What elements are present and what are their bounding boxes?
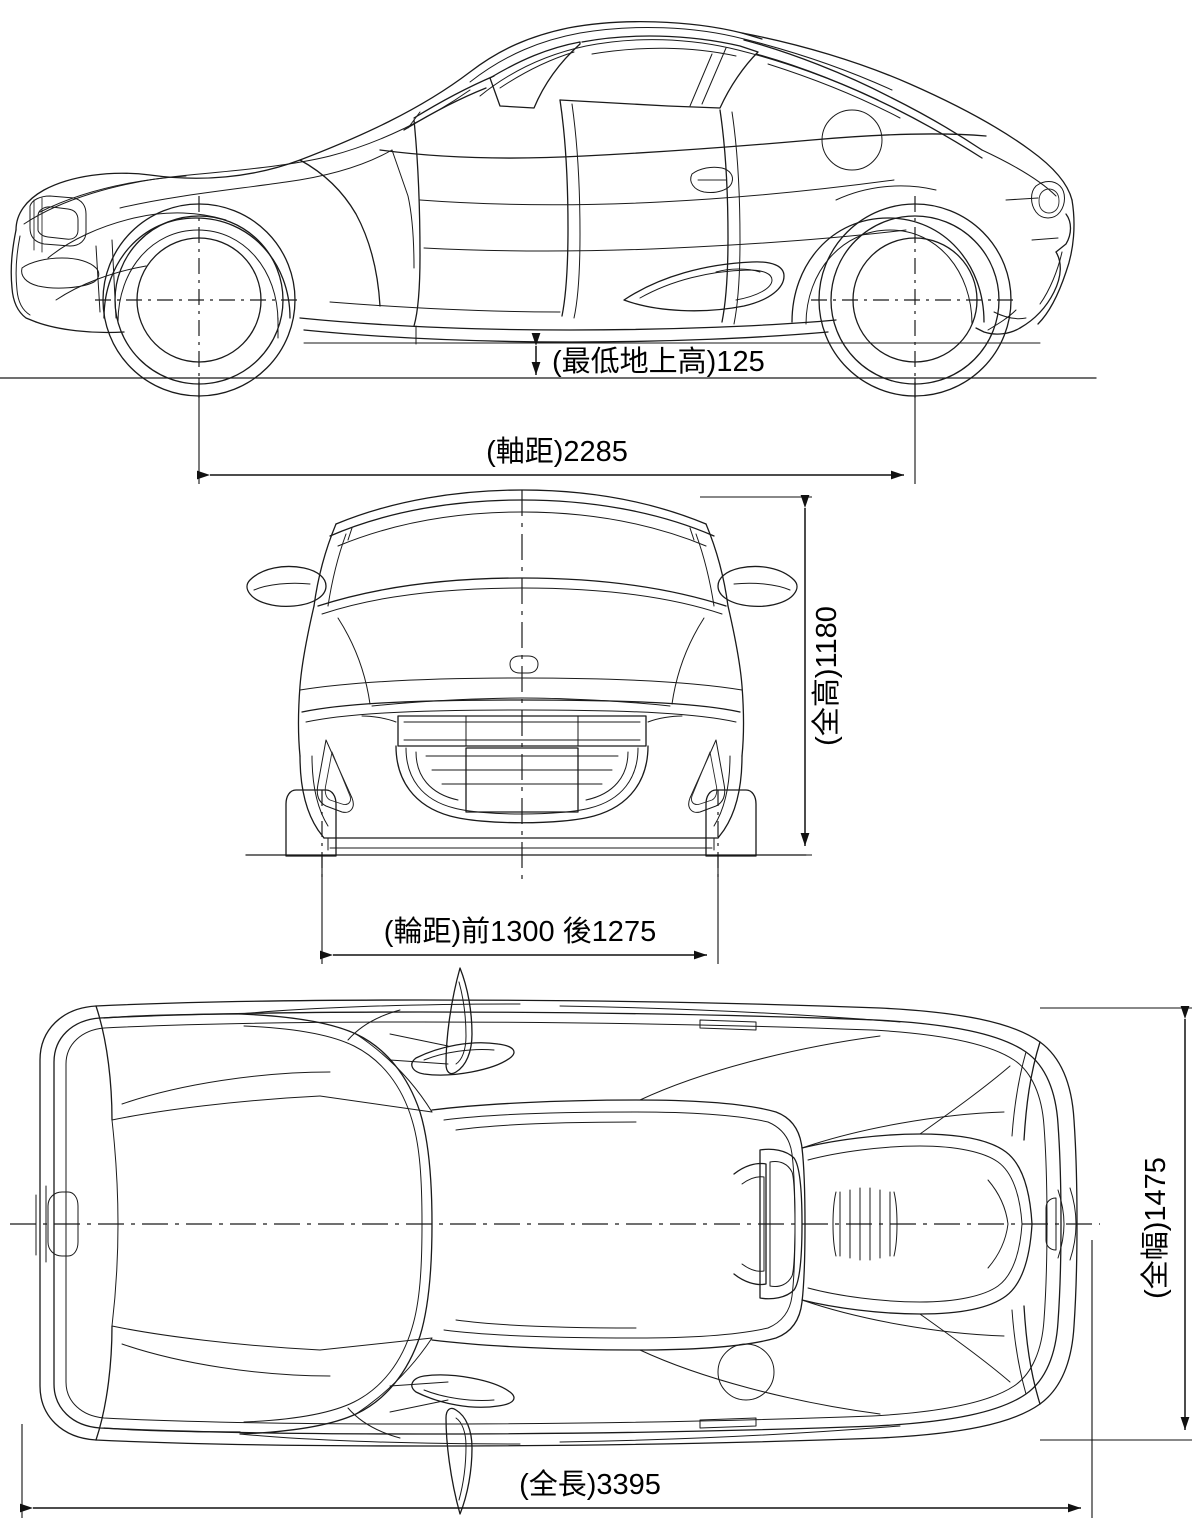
dimension-overall-length: (全長)3395 [20, 1240, 1093, 1518]
side-hood-lines [23, 89, 471, 323]
front-bumper [299, 739, 743, 851]
side-rear [791, 149, 1072, 335]
front-view [245, 489, 807, 880]
front-grille [301, 699, 741, 824]
top-mirrors [411, 1042, 515, 1408]
top-rear-fascia [1011, 1041, 1077, 1405]
side-body-outline [10, 21, 1075, 334]
dimension-overall-width: (全幅)1475 [1040, 1006, 1192, 1441]
overall-width-label: (全幅)1475 [1139, 1157, 1172, 1299]
dimension-wheelbase: (軸距)2285 [197, 378, 916, 484]
side-greenhouse [403, 26, 983, 159]
top-door-handles [699, 1019, 757, 1429]
ground-clearance-label: (最低地上高)125 [552, 345, 765, 378]
front-mirrors [246, 565, 798, 608]
dimension-ground-clearance: (最低地上高)125 [531, 333, 765, 378]
top-front-fascia [35, 1005, 321, 1441]
dimension-track: (輪距)前1300 後1275 [320, 855, 719, 964]
wheelbase-label: (軸距)2285 [486, 435, 628, 468]
side-view [0, 21, 1097, 404]
front-hood [297, 605, 745, 757]
top-body-outline [39, 999, 1078, 1447]
front-roof [313, 489, 729, 615]
front-view-tires [285, 789, 757, 857]
top-fuel-filler [717, 1343, 775, 1401]
track-label: (輪距)前1300 後1275 [384, 915, 656, 948]
top-view [10, 967, 1100, 1515]
side-door-lines [277, 99, 987, 345]
overall-height-label: (全高)1180 [810, 606, 843, 746]
overall-length-label: (全長)3395 [519, 1468, 661, 1501]
dimension-overall-height: (全高)1180 [700, 495, 843, 856]
top-spoiler-fins [389, 967, 473, 1515]
